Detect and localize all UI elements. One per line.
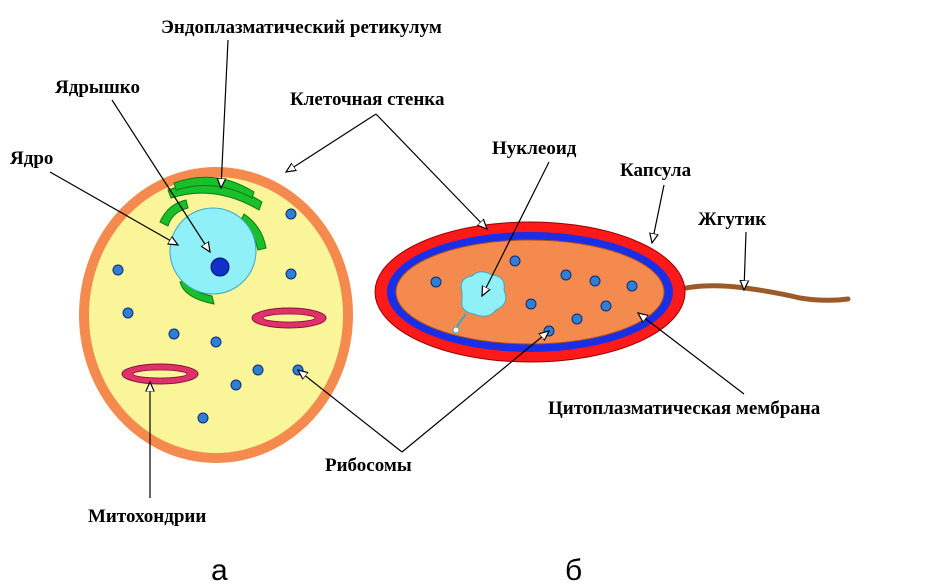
er-label: Эндоплазматический ретикулум bbox=[161, 17, 442, 38]
ribosome bbox=[431, 277, 441, 287]
mitochondrion bbox=[252, 308, 326, 328]
membrane-label: Цитоплазматическая мембрана bbox=[548, 398, 821, 419]
ribosome bbox=[510, 256, 520, 266]
mitochondrion bbox=[122, 364, 198, 384]
ribosome bbox=[590, 276, 600, 286]
ribosome bbox=[123, 308, 133, 318]
mitochondria-label: Митохондрии bbox=[88, 506, 206, 527]
ribosome bbox=[561, 270, 571, 280]
ribosome bbox=[198, 413, 208, 423]
nucleus bbox=[170, 208, 256, 294]
ribosome bbox=[627, 281, 637, 291]
cell-wall-pointer-a bbox=[286, 114, 376, 172]
cell-wall-label: Клеточная стенка bbox=[290, 89, 445, 110]
nucleus-label: Ядро bbox=[10, 148, 53, 169]
ribosome bbox=[169, 329, 179, 339]
membrane-pointer bbox=[638, 313, 744, 394]
ribosome bbox=[601, 301, 611, 311]
ribosome bbox=[572, 314, 582, 324]
nucleoid-label: Нуклеоид bbox=[492, 138, 577, 159]
cytoplasm-b bbox=[396, 240, 664, 344]
ribosome bbox=[286, 269, 296, 279]
caption-a: а bbox=[211, 554, 228, 586]
ribosome bbox=[211, 337, 221, 347]
capsule-pointer bbox=[652, 185, 664, 243]
ribosomes-label: Рибосомы bbox=[325, 455, 412, 476]
ribosome bbox=[231, 380, 241, 390]
capsule-label: Капсула bbox=[620, 160, 692, 181]
bacterial-cell bbox=[375, 222, 848, 362]
er-pointer bbox=[221, 40, 228, 188]
flagellum-label: Жгутик bbox=[698, 209, 766, 230]
caption-b: б bbox=[565, 554, 582, 586]
ribosome bbox=[253, 365, 263, 375]
cell-wall-pointer-b bbox=[376, 114, 487, 229]
ribosome bbox=[286, 209, 296, 219]
nucleolus bbox=[211, 258, 229, 276]
ribosome bbox=[113, 265, 123, 275]
flagellum bbox=[670, 286, 848, 301]
ribosome bbox=[526, 299, 536, 309]
flagellum-pointer bbox=[744, 232, 746, 290]
nucleolus-label: Ядрышко bbox=[55, 77, 140, 98]
